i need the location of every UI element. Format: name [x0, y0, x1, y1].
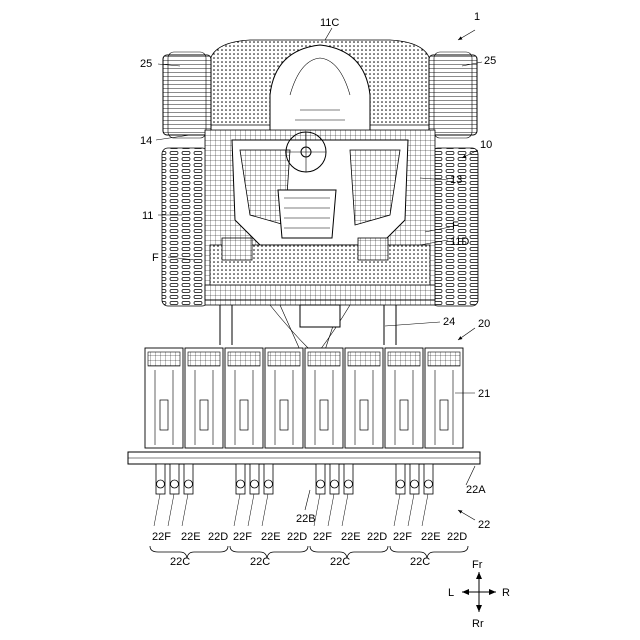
seedling-box — [185, 348, 223, 448]
compass-rear: Rr — [472, 618, 484, 630]
label-22e-g1: 22E — [181, 531, 201, 543]
label-25-right: 25 — [484, 55, 496, 67]
label-13: 13 — [450, 174, 462, 186]
label-22e-g2: 22E — [261, 531, 281, 543]
label-24: 24 — [443, 316, 455, 328]
label-22d-g4: 22D — [447, 531, 467, 543]
seedling-box — [225, 348, 263, 448]
planter-unit — [128, 348, 480, 526]
label-22d-g3: 22D — [367, 531, 387, 543]
label-22f-g3: 22F — [313, 531, 332, 543]
planting-claw-group — [394, 464, 433, 526]
seedling-box — [305, 348, 343, 448]
seedling-box — [385, 348, 423, 448]
seedling-box — [425, 348, 463, 448]
seedling-box — [145, 348, 183, 448]
label-11: 11 — [142, 210, 153, 222]
label-22b: 22B — [296, 513, 316, 525]
label-22e-g4: 22E — [421, 531, 441, 543]
seedling-box — [345, 348, 383, 448]
compass-right: R — [502, 587, 510, 599]
label-22d-g1: 22D — [208, 531, 228, 543]
label-11c: 11C — [320, 17, 339, 29]
label-22f-g4: 22F — [393, 531, 412, 543]
seedling-box — [265, 348, 303, 448]
label-10: 10 — [480, 139, 492, 151]
label-22f-g1: 22F — [152, 531, 171, 543]
label-1: 1 — [474, 11, 480, 23]
planting-claw-group — [234, 464, 273, 526]
hitch-linkage — [220, 305, 396, 350]
label-22: 22 — [478, 519, 490, 531]
label-14: 14 — [140, 135, 152, 147]
label-22d-g2: 22D — [287, 531, 307, 543]
compass-left: L — [448, 587, 454, 599]
label-22a: 22A — [466, 484, 486, 496]
planting-claw-group — [314, 464, 353, 526]
label-22e-g3: 22E — [341, 531, 361, 543]
label-f-right: F — [452, 220, 459, 232]
label-25-left: 25 — [140, 58, 152, 70]
label-f-left: F — [152, 252, 159, 264]
direction-compass: Fr Rr L R — [448, 559, 510, 630]
compass-front: Fr — [472, 559, 483, 571]
label-11d: 11D — [450, 236, 469, 248]
label-22f-g2: 22F — [233, 531, 252, 543]
label-20: 20 — [478, 318, 490, 330]
vehicle-body — [162, 40, 478, 306]
planting-claw-group — [154, 464, 193, 526]
label-21: 21 — [478, 388, 490, 400]
